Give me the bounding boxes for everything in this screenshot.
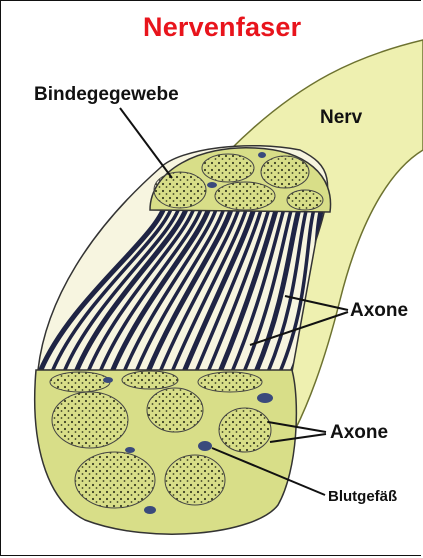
label-axone-top: Axone [350,301,408,320]
label-bindegewebe: Bindegegewebe [34,85,179,104]
page-title: Nervenfaser [143,14,301,41]
label-axone-bottom: Axone [330,423,388,442]
label-blutgefaesse: Blutgefäß [328,489,397,504]
label-nerv: Nerv [320,108,362,127]
